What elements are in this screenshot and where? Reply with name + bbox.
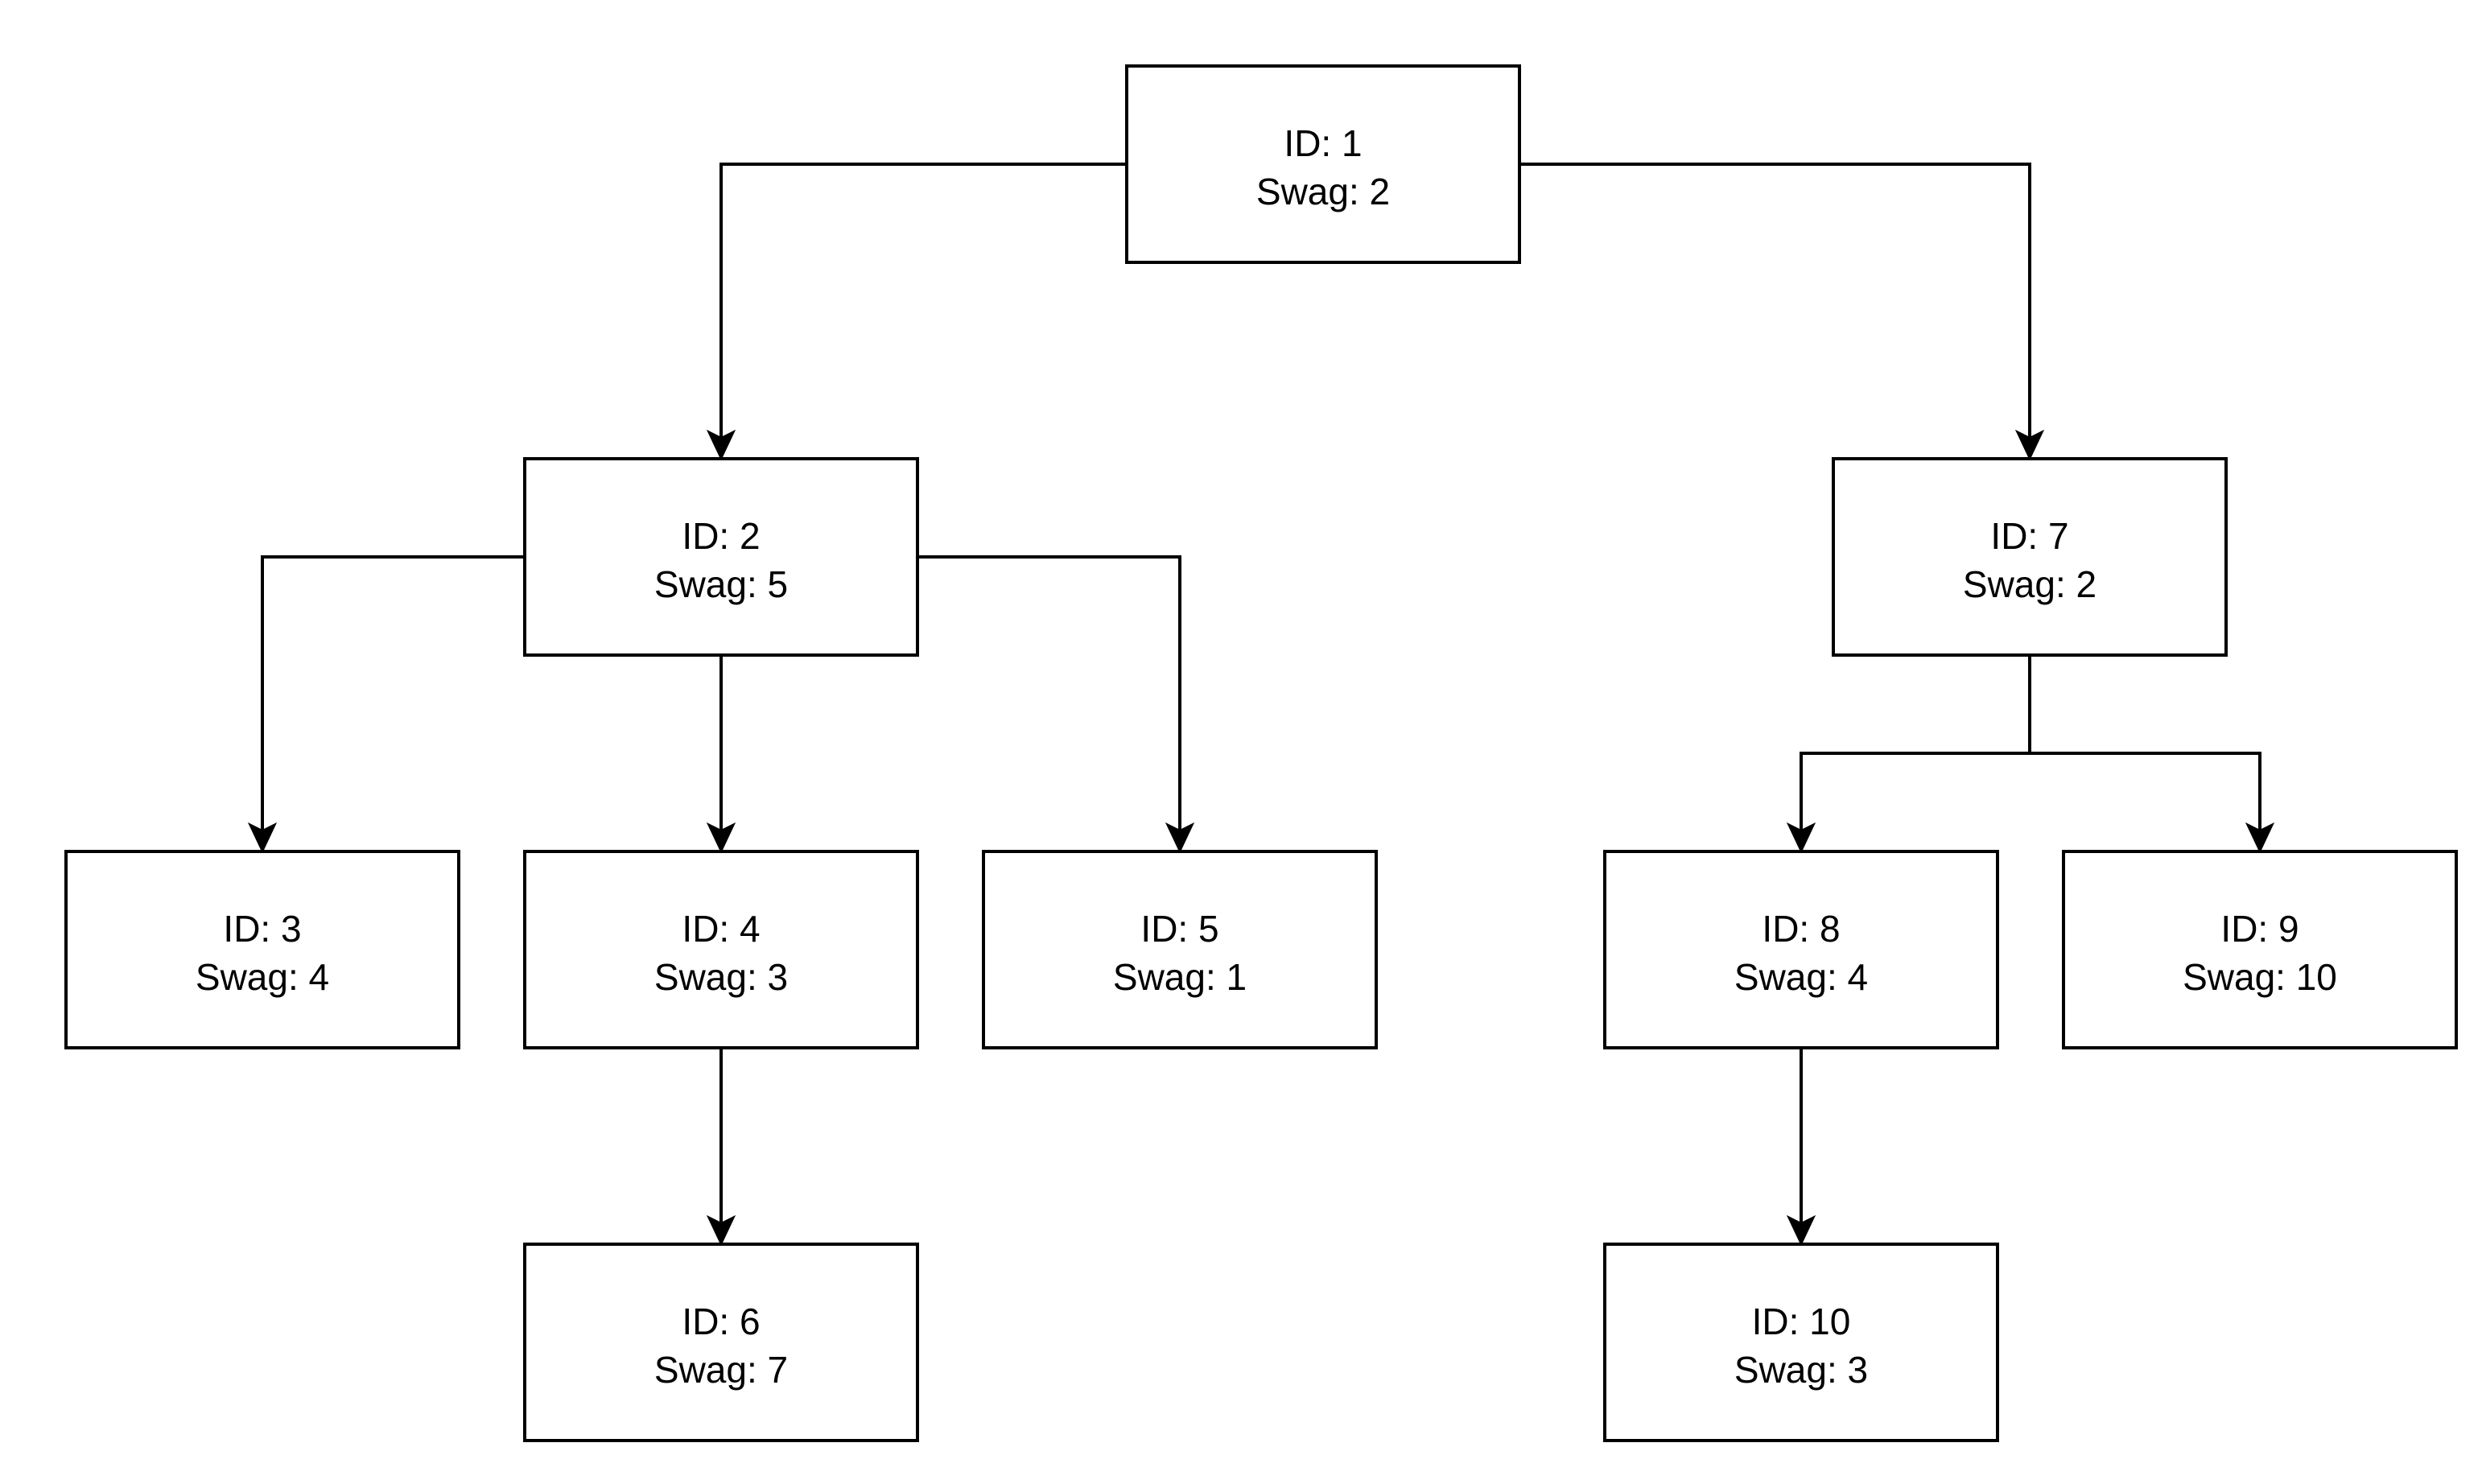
- node-id-label: ID: 5: [1140, 908, 1218, 950]
- arrowhead: [2245, 822, 2275, 854]
- node-swag-label: Swag: 3: [1734, 1349, 1868, 1391]
- connector-line: [2028, 655, 2261, 848]
- node-n5: ID: 5 Swag: 1: [982, 850, 1378, 1049]
- arrowhead: [2014, 429, 2045, 461]
- arrowhead: [706, 1214, 736, 1247]
- edge-n1-n2: [706, 163, 1127, 461]
- node-id-label: ID: 7: [1990, 515, 2068, 557]
- node-n4: ID: 4 Swag: 3: [523, 850, 919, 1049]
- node-n8: ID: 8 Swag: 4: [1603, 850, 1999, 1049]
- arrowhead: [247, 822, 278, 854]
- node-swag-label: Swag: 4: [196, 956, 329, 998]
- edge-n7-n8: [1786, 655, 2031, 854]
- edge-n4-n6: [706, 1048, 736, 1247]
- node-n6: ID: 6 Swag: 7: [523, 1243, 919, 1442]
- edge-n7-n9: [2028, 655, 2275, 854]
- node-id-label: ID: 9: [2220, 908, 2299, 950]
- edge-n2-n4: [706, 655, 736, 854]
- node-box: [523, 457, 919, 657]
- connector-line: [1800, 655, 2031, 848]
- edge-n2-n5: [917, 555, 1195, 854]
- edge-n2-n3: [247, 555, 525, 854]
- arrowhead: [1165, 822, 1195, 854]
- node-n9: ID: 9 Swag: 10: [2062, 850, 2458, 1049]
- arrowhead: [706, 822, 736, 854]
- node-swag-label: Swag: 1: [1113, 956, 1247, 998]
- edges-layer: [247, 163, 2275, 1247]
- node-box: [523, 850, 919, 1049]
- node-id-label: ID: 1: [1284, 122, 1362, 164]
- node-box: [1603, 850, 1999, 1049]
- node-swag-label: Swag: 4: [1734, 956, 1868, 998]
- arrowhead: [706, 429, 736, 461]
- arrowhead: [1786, 822, 1816, 854]
- node-n2: ID: 2 Swag: 5: [523, 457, 919, 657]
- node-box: [64, 850, 460, 1049]
- node-box: [1832, 457, 2228, 657]
- node-id-label: ID: 10: [1752, 1301, 1851, 1342]
- node-box: [1603, 1243, 1999, 1442]
- node-n10: ID: 10 Swag: 3: [1603, 1243, 1999, 1442]
- node-swag-label: Swag: 2: [1963, 563, 2097, 605]
- node-id-label: ID: 2: [682, 515, 760, 557]
- connector-line: [917, 555, 1181, 848]
- arrowhead: [1786, 1214, 1816, 1247]
- node-swag-label: Swag: 5: [654, 563, 788, 605]
- node-box: [2062, 850, 2458, 1049]
- node-id-label: ID: 4: [682, 908, 760, 950]
- node-box: [1125, 64, 1521, 264]
- connector-line: [261, 555, 525, 848]
- connector-line: [1519, 163, 2031, 456]
- node-swag-label: Swag: 2: [1256, 171, 1390, 212]
- node-n7: ID: 7 Swag: 2: [1832, 457, 2228, 657]
- node-id-label: ID: 3: [223, 908, 301, 950]
- node-n3: ID: 3 Swag: 4: [64, 850, 460, 1049]
- edge-n8-n10: [1786, 1048, 1816, 1247]
- connector-line: [719, 163, 1127, 456]
- node-swag-label: Swag: 3: [654, 956, 788, 998]
- node-id-label: ID: 8: [1762, 908, 1840, 950]
- node-box: [982, 850, 1378, 1049]
- node-box: [523, 1243, 919, 1442]
- edge-n1-n7: [1519, 163, 2045, 461]
- node-n1: ID: 1 Swag: 2: [1125, 64, 1521, 264]
- node-id-label: ID: 6: [682, 1301, 760, 1342]
- node-swag-label: Swag: 7: [654, 1349, 788, 1391]
- node-swag-label: Swag: 10: [2183, 956, 2337, 998]
